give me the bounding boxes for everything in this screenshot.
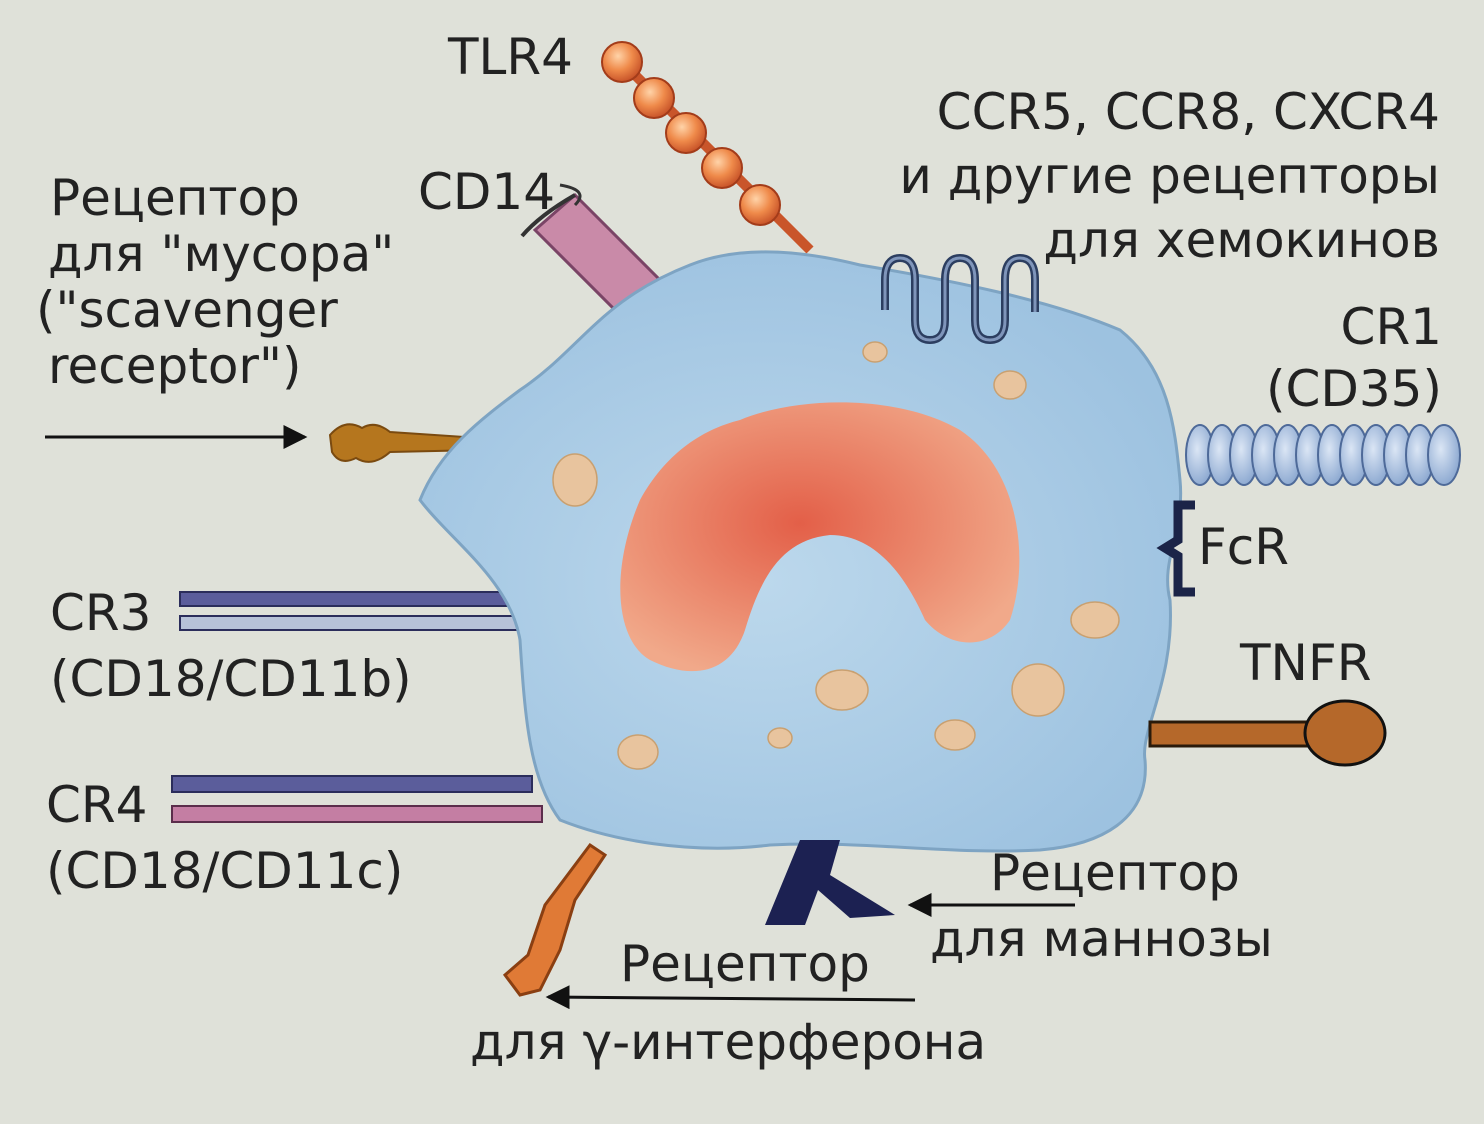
chemokine-label-line2: и другие рецепторы: [840, 144, 1440, 208]
cr3-label-line1: CR3: [50, 580, 412, 646]
ifn-label-line1: Рецептор: [470, 925, 986, 1003]
cr1-label: CR1 (CD35): [1180, 296, 1442, 420]
cell-body: [420, 252, 1181, 851]
tlr4-receptor: [602, 42, 810, 250]
cr3-label: CR3 (CD18/CD11b): [50, 580, 412, 712]
ifn-gamma-receptor-label: Рецептор для γ-интерферона: [470, 925, 986, 1081]
chemokine-label-line3: для хемокинов: [840, 208, 1440, 272]
fcr-label: FcR: [1198, 520, 1289, 575]
tnfr-receptor: [1150, 701, 1385, 765]
cd14-label: CD14: [418, 165, 555, 220]
ifn-label-line2: для γ-интерферона: [470, 1003, 986, 1081]
mannose-label-line1: Рецептор: [930, 840, 1273, 906]
cr1-receptor: [1186, 425, 1460, 485]
mannose-receptor: [765, 840, 895, 925]
cr1-label-line1: CR1: [1180, 296, 1442, 358]
scavenger-label-line4: receptor"): [48, 338, 394, 394]
scavenger-label-line2: для "мусора": [48, 226, 394, 282]
scavenger-label-line3: ("scavenger: [36, 282, 394, 338]
cr3-label-line2: (CD18/CD11b): [50, 646, 412, 712]
cr4-label-line2: (CD18/CD11c): [46, 838, 403, 904]
chemokine-receptors-label: CCR5, CCR8, CXCR4 и другие рецепторы для…: [840, 80, 1440, 272]
cr1-label-line2: (CD35): [1180, 358, 1442, 420]
scavenger-label-line1: Рецептор: [48, 170, 394, 226]
cr4-label-line1: CR4: [46, 772, 403, 838]
cr4-label: CR4 (CD18/CD11c): [46, 772, 403, 904]
chemokine-label-line1: CCR5, CCR8, CXCR4: [840, 80, 1440, 144]
tnfr-label: TNFR: [1240, 636, 1371, 691]
scavenger-receptor-label: Рецептор для "мусора" ("scavenger recept…: [48, 170, 394, 394]
tlr4-label: TLR4: [448, 30, 573, 85]
